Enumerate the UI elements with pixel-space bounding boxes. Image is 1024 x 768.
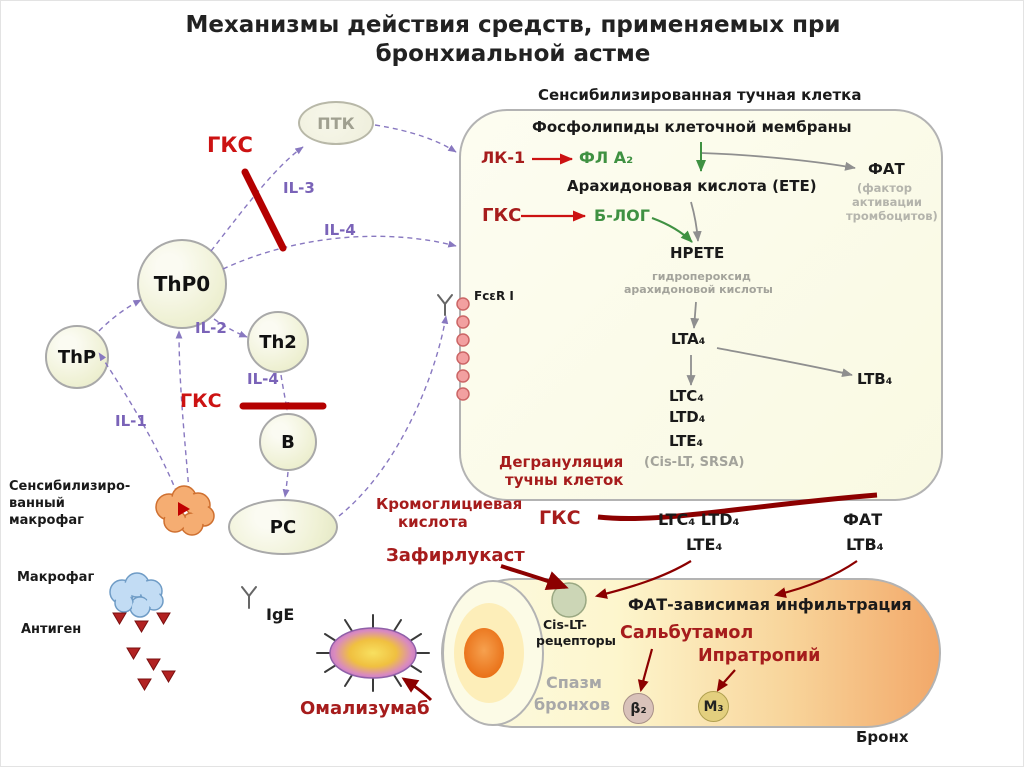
sensitized-macrophage-icon bbox=[155, 485, 215, 536]
gks-top-label: ГКС bbox=[207, 133, 253, 157]
fcer1-label: FcεR I bbox=[474, 289, 514, 303]
lte4-label: LTE₄ bbox=[669, 432, 704, 450]
sensitized-macrophage-label-line2: ванный bbox=[9, 496, 65, 511]
gks-cell-label: ГКС bbox=[482, 205, 522, 226]
hpete-note-line1: гидропероксид bbox=[652, 270, 751, 283]
bronchospasm-label-line2: бронхов bbox=[534, 695, 611, 714]
th2-cell-label: Th2 bbox=[259, 331, 297, 353]
cis-lt-srsa-label: (Cis-LT, SRSA) bbox=[644, 455, 745, 470]
macrophage-label: Макрофаг bbox=[17, 570, 95, 585]
b-cell: B bbox=[259, 413, 317, 471]
b-cell-label: B bbox=[281, 431, 295, 453]
fat-infiltration-label: ФАТ-зависимая инфильтрация bbox=[628, 595, 912, 614]
cis-lt-receptors-label-line1: Cis-LT- bbox=[543, 617, 587, 632]
thp0-cell: ThP0 bbox=[137, 239, 227, 329]
ltb4-label: LTB₄ bbox=[857, 370, 893, 388]
ige-antibody-icon bbox=[241, 586, 257, 609]
m3-receptor-label: М₃ bbox=[703, 698, 724, 715]
thp0-cell-label: ThP0 bbox=[153, 272, 211, 296]
bronchospasm-label-line1: Спазм bbox=[546, 673, 602, 692]
cromoglycic-acid-label-line1: Кромоглициевая bbox=[376, 495, 523, 513]
mediators-ltc4-ltd4-label: LTC₄ LTD₄ bbox=[658, 510, 740, 529]
slide-title-line1: Механизмы действия средств, применяемых … bbox=[185, 12, 841, 38]
beta2-receptor: β₂ bbox=[623, 693, 654, 724]
thp-cell-label: ThP bbox=[57, 346, 97, 368]
sensitized-macrophage-label-line1: Сенсибилизиро- bbox=[9, 479, 131, 494]
plasma-cell: PC bbox=[228, 499, 338, 555]
ltc4-label: LTC₄ bbox=[669, 387, 704, 405]
b-log-label: Б-ЛОГ bbox=[594, 206, 650, 225]
ige-coated-cell-icon bbox=[316, 614, 430, 692]
ptk-cell-label: ПТК bbox=[317, 113, 355, 133]
antigen-triangle-icons bbox=[112, 612, 176, 691]
sensitized-macrophage-label-line3: макрофаг bbox=[9, 513, 84, 528]
degranulation-label-line2: тучны клеток bbox=[505, 471, 624, 489]
m3-receptor: М₃ bbox=[698, 691, 729, 722]
macrophage-icon bbox=[109, 572, 164, 618]
mast-cell-header: Сенсибилизированная тучная клетка bbox=[538, 86, 862, 104]
hpete-note-line2: арахидоновой кислоты bbox=[624, 283, 773, 296]
degranulation-label-line1: Дегрануляция bbox=[499, 453, 624, 471]
omalizumab-label: Омализумаб bbox=[300, 698, 430, 719]
membrane-phospholipids-label: Фосфолипиды клеточной мембраны bbox=[532, 118, 852, 136]
antigen-label: Антиген bbox=[21, 622, 82, 637]
arachidonic-acid-label: Арахидоновая кислота (ЕТЕ) bbox=[567, 177, 817, 195]
lta4-label: LTA₄ bbox=[671, 330, 706, 348]
bronchus-label: Бронх bbox=[856, 728, 909, 746]
beta2-receptor-label: β₂ bbox=[630, 700, 647, 717]
mediators-fat-label: ФАТ bbox=[843, 510, 883, 529]
thp-cell: ThP bbox=[45, 325, 109, 389]
ige-label: IgE bbox=[266, 605, 295, 624]
il3-label: IL-3 bbox=[283, 179, 315, 197]
gks-bottom-label: ГКС bbox=[539, 507, 581, 529]
fat-note-line2: активации bbox=[852, 195, 922, 209]
il4-mid-label: IL-4 bbox=[247, 370, 279, 388]
fat-note-line3: тромбоцитов) bbox=[846, 209, 938, 223]
cromoglycic-acid-label-line2: кислота bbox=[398, 513, 468, 531]
fl-a2-label: ФЛ А₂ bbox=[579, 148, 634, 167]
ipratropium-label: Ипратропий bbox=[698, 646, 821, 666]
ltd4-label: LTD₄ bbox=[669, 408, 706, 426]
fat-note-line1: (фактор bbox=[857, 181, 913, 195]
salbutamol-label: Сальбутамол bbox=[620, 623, 754, 643]
ptk-cell: ПТК bbox=[298, 101, 374, 145]
plasma-cell-label: PC bbox=[269, 516, 297, 538]
zafirlukast-label: Зафирлукаст bbox=[386, 545, 525, 566]
mediators-ltb4-label: LTB₄ bbox=[846, 535, 884, 554]
hpete-label: НРЕТЕ bbox=[670, 244, 725, 262]
mediators-lte4-label: LTE₄ bbox=[686, 535, 723, 554]
fat-top-label: ФАТ bbox=[868, 160, 905, 178]
il2-label: IL-2 bbox=[195, 319, 227, 337]
il1-label: IL-1 bbox=[115, 412, 147, 430]
th2-cell: Th2 bbox=[247, 311, 309, 373]
mast-cell-body bbox=[459, 109, 943, 501]
cis-lt-receptors-label-line2: рецепторы bbox=[536, 633, 616, 648]
slide-title-line2: бронхиальной астме bbox=[375, 41, 651, 67]
lk1-label: ЛК-1 bbox=[481, 148, 526, 167]
gks-mid-label: ГКС bbox=[180, 390, 222, 412]
antibody-icon bbox=[437, 294, 453, 316]
il4-top-label: IL-4 bbox=[324, 221, 356, 239]
